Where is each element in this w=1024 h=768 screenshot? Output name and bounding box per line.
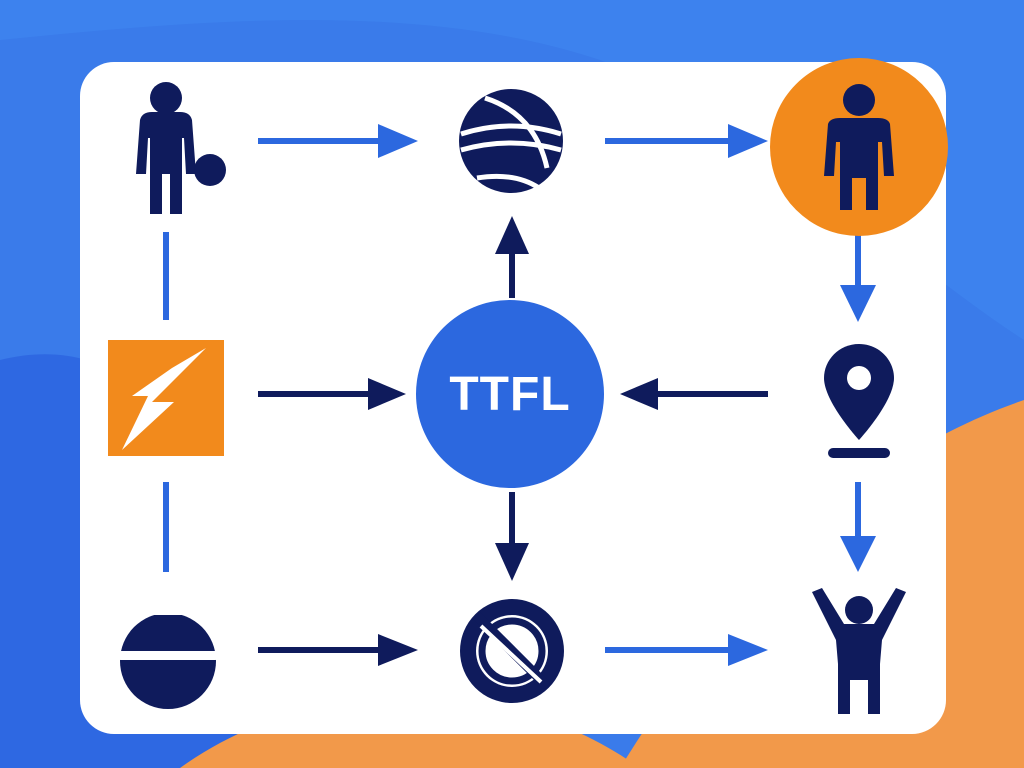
arrow-location-to-celebration: [840, 482, 876, 572]
lightning-bolt-icon: [122, 348, 206, 450]
ball-icon: [116, 615, 220, 709]
no-ball-node: [457, 596, 567, 706]
hub-label: TTFL: [449, 367, 571, 421]
arrow-location-to-hub: [620, 378, 768, 410]
arrow-hub-to-no-ball: [495, 492, 529, 581]
arrow-energy-to-hub: [258, 378, 406, 410]
ttfl-hub: TTFL: [416, 300, 604, 488]
celebration-node: [806, 588, 912, 720]
basketball-icon: [459, 89, 563, 193]
basketball-node: [455, 88, 567, 194]
player-with-ball-node: [118, 78, 228, 218]
energy-node: [108, 340, 224, 456]
ball-node: [110, 615, 225, 710]
arrow-basketball-to-player: [605, 124, 768, 158]
arrow-player-to-location: [840, 232, 876, 322]
prohibited-ball-icon: [460, 599, 564, 703]
player-with-ball-icon: [136, 82, 226, 214]
arrow-hub-to-basketball: [495, 216, 529, 298]
map-pin-icon: [824, 344, 894, 458]
player-icon: [824, 84, 894, 210]
player-highlighted-node: [770, 58, 948, 236]
arrow-player-to-basketball: [258, 124, 418, 158]
celebrating-player-icon: [812, 588, 906, 714]
location-node: [814, 340, 904, 464]
arrow-no-ball-to-celebration: [605, 634, 768, 666]
arrow-ball-to-no-ball: [258, 634, 418, 666]
